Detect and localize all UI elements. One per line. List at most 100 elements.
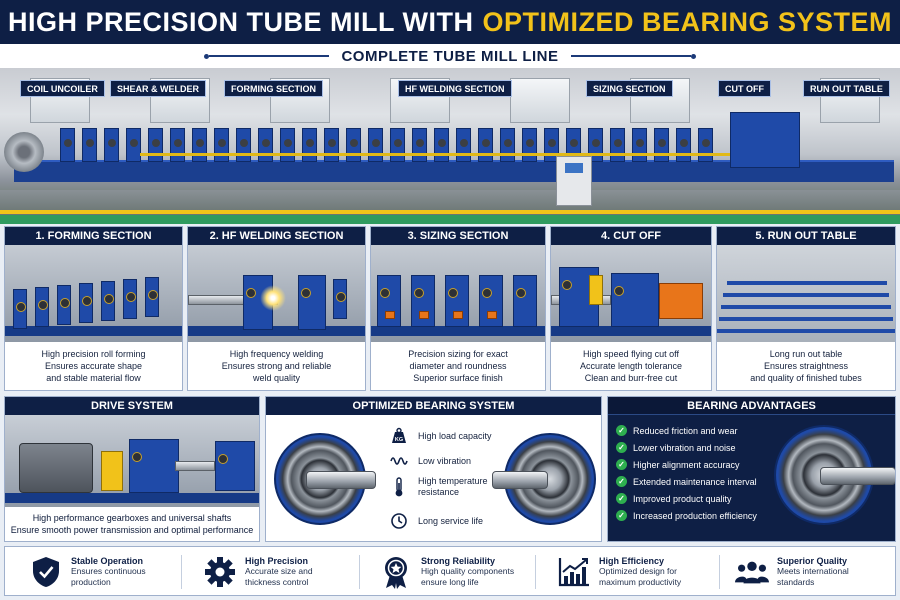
feature-high-temperature-resistance: High temperature resistance [390,476,498,498]
drive-system-photo [5,415,259,507]
steel-coil [4,132,44,172]
gear-icon [205,557,235,587]
hf-welding-section-photo [188,245,365,342]
section-card-description: High frequency welding Ensures strong an… [221,349,332,383]
factory-floor [0,190,900,224]
thermometer-icon [395,477,403,497]
hero-label-cut-off: CUT OFF [718,80,771,97]
roll-stand [654,128,669,162]
shield-check-icon [33,557,59,587]
bearing-shaft-left [306,471,376,489]
check-icon: ✓ [616,442,627,453]
roll-stand [236,128,251,162]
roll-stand [60,128,75,162]
section-card-description: High speed flying cut off Accurate lengt… [579,349,683,383]
roll-stand [698,128,713,162]
section-card-hf-welding: 2. HF WELDING SECTION High frequency wel… [187,226,366,391]
drive-system-description: High performance gearboxes and universal… [10,513,254,535]
divider-dot [690,53,696,59]
roll-stand [390,128,405,162]
forming-section-photo [5,245,182,342]
divider-line [570,55,691,57]
svg-text:KG: KG [395,437,403,443]
bearing-system-body: KG High load capacity Low vibration High… [266,415,601,541]
cut-off-section-photo [551,245,711,342]
roll-stand [280,128,295,162]
check-icon: ✓ [616,425,627,436]
footer-divider [359,555,360,589]
section-card-run-out-table: 5. RUN OUT TABLE Long run out table Ensu… [716,226,896,391]
hero-label-hf-welding-section: HF WELDING SECTION [398,80,512,97]
roll-stand [324,128,339,162]
subtitle-bar: COMPLETE TUBE MILL LINE [0,44,900,68]
wave-icon [390,457,408,465]
roll-stand [302,128,317,162]
section-card-description: High precision roll forming Ensures accu… [41,349,146,383]
safety-rail [140,153,740,156]
roll-stand [676,128,691,162]
run-out-table-photo [717,245,895,342]
growth-chart-icon [558,558,589,587]
roll-stand [126,128,141,162]
bearing-system-title: OPTIMIZED BEARING SYSTEM [266,397,601,415]
bearing-system-panel: OPTIMIZED BEARING SYSTEM KG High load ca… [265,396,602,542]
roll-stand [478,128,493,162]
advantage-item: ✓Reduced friction and wear [616,425,738,436]
roll-stand [522,128,537,162]
award-badge-icon [385,557,407,589]
roll-stand [368,128,383,162]
page-subtitle: COMPLETE TUBE MILL LINE [341,47,559,65]
benefits-footer: Stable Operation Ensures continuous prod… [4,546,896,596]
users-group-icon [735,561,769,584]
clock-icon [391,513,407,529]
roll-stand [148,128,163,162]
roll-stand [500,128,515,162]
tube-mill-line-image: COIL UNCOILER SHEAR & WELDER FORMING SEC… [0,68,900,224]
title-bar: HIGH PRECISION TUBE MILL WITH OPTIMIZED … [0,0,900,44]
bearing-advantages-shaft [820,467,895,485]
drive-system-panel: DRIVE SYSTEM High performance gearboxes … [4,396,260,542]
roll-stand [214,128,229,162]
section-card-forming: 1. FORMING SECTION High precision roll f… [4,226,183,391]
check-icon: ✓ [616,476,627,487]
roll-stand [610,128,625,162]
sizing-section-photo [371,245,545,342]
check-icon: ✓ [616,493,627,504]
hero-label-sizing-section: SIZING SECTION [586,80,673,97]
feature-long-service-life: Long service life [390,512,483,530]
footer-divider [719,555,720,589]
section-card-description: Precision sizing for exact diameter and … [408,349,508,383]
footer-divider [181,555,182,589]
roll-stand [346,128,361,162]
benefit-high-precision: High Precision Accurate size and thickne… [203,547,313,597]
page-title: HIGH PRECISION TUBE MILL WITH [7,6,474,37]
section-card-title: 4. CUT OFF [551,227,711,245]
advantage-item: ✓Extended maintenance interval [616,476,757,487]
drive-system-title: DRIVE SYSTEM [5,397,259,415]
hero-label-shear-welder: SHEAR & WELDER [110,80,207,97]
advantage-item: ✓Increased production efficiency [616,510,757,521]
feature-temperature-text: High temperature resistance [418,476,488,497]
benefit-high-efficiency: High Efficiency Optimized design for max… [557,547,681,597]
section-card-title: 3. SIZING SECTION [371,227,545,245]
control-cabinet [556,156,592,206]
feature-high-load-capacity: KG High load capacity [390,427,492,445]
check-icon: ✓ [616,510,627,521]
benefit-superior-quality: Superior Quality Meets international sta… [735,547,849,597]
section-card-cut-off: 4. CUT OFF High speed flying cut off Acc… [550,226,712,391]
roll-stand [192,128,207,162]
section-card-title: 5. RUN OUT TABLE [717,227,895,245]
factory-window [510,78,570,123]
divider-line [209,55,330,57]
machine-base [14,160,894,182]
bearing-advantages-title: BEARING ADVANTAGES [608,397,895,415]
roll-stand [434,128,449,162]
benefit-strong-reliability: Strong Reliability High quality componen… [379,547,514,597]
check-icon: ✓ [616,459,627,470]
roll-stand [258,128,273,162]
benefit-stable-operation: Stable Operation Ensures continuous prod… [29,547,146,597]
page-title-highlight: OPTIMIZED BEARING SYSTEM [482,6,893,37]
roll-stand [170,128,185,162]
advantage-item: ✓Improved product quality [616,493,732,504]
roll-stand [632,128,647,162]
